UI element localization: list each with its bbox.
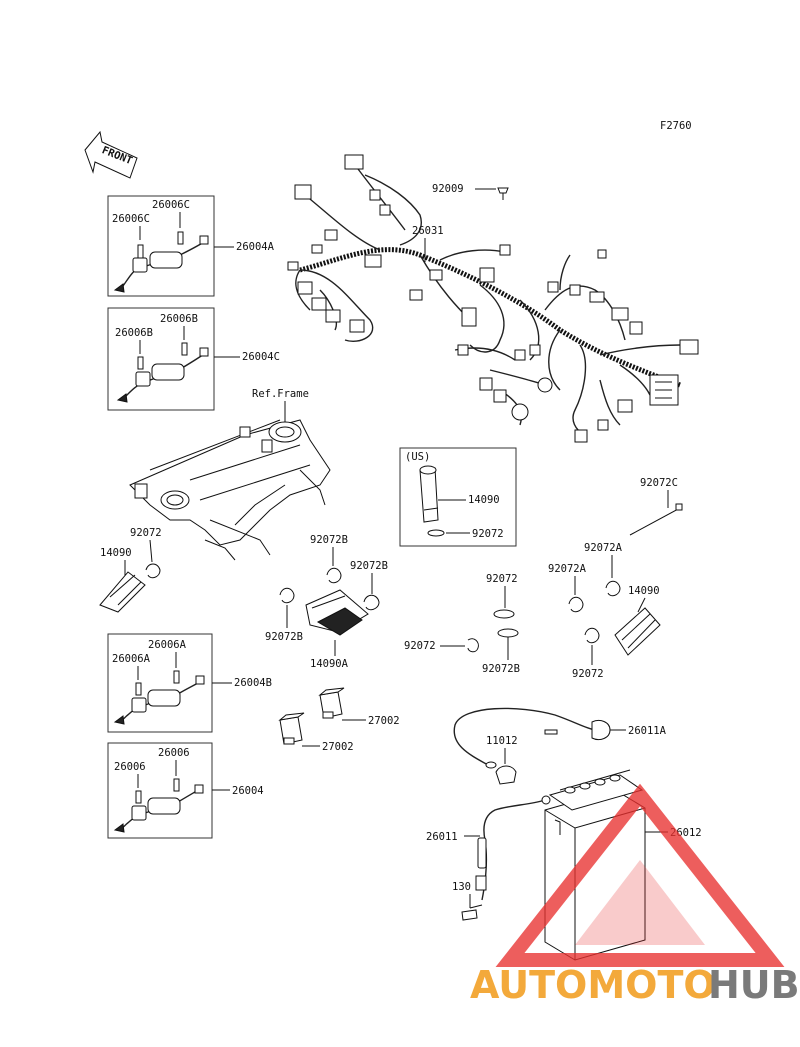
terminal-cap-11012 bbox=[495, 765, 517, 785]
battery-26012 bbox=[544, 769, 646, 961]
band-92072b-mid bbox=[497, 628, 519, 638]
band-92072b-left bbox=[279, 587, 295, 604]
screw-92009 bbox=[497, 187, 509, 200]
harness-connector bbox=[294, 184, 312, 200]
harness-connector bbox=[344, 154, 364, 170]
label-26006-left: 26006 bbox=[114, 761, 146, 773]
label-92072c: 92072C bbox=[640, 477, 678, 489]
band-92072a-left bbox=[568, 596, 584, 613]
band-92072b-top bbox=[326, 567, 342, 584]
label-92009: 92009 bbox=[432, 183, 464, 195]
clamp-14090-right bbox=[614, 607, 661, 656]
cable-26011a bbox=[453, 707, 611, 769]
kit-box-26004c bbox=[107, 307, 215, 411]
band-92072-mid-left bbox=[467, 638, 479, 653]
label-92072a-top: 92072A bbox=[584, 542, 623, 554]
band-92072-left bbox=[145, 563, 161, 579]
label-26006b-top: 26006B bbox=[160, 313, 198, 325]
fuse-assembly-26004c bbox=[116, 347, 209, 403]
label-26006a-top: 26006A bbox=[148, 639, 187, 651]
watermark-text-hub: HUB bbox=[708, 963, 800, 1007]
label-92072b-left: 92072B bbox=[265, 631, 303, 643]
label-26004c: 26004C bbox=[242, 351, 280, 363]
label-26011a: 26011A bbox=[628, 725, 667, 737]
label-26006c-left: 26006C bbox=[112, 213, 150, 225]
label-27002-lower: 27002 bbox=[322, 741, 354, 753]
us-box-label: (US) bbox=[405, 451, 430, 463]
kit-box-26004a bbox=[107, 195, 215, 297]
fuse-assembly-26004 bbox=[113, 784, 204, 833]
label-26006-top: 26006 bbox=[158, 747, 190, 759]
label-26004a: 26004A bbox=[236, 241, 275, 253]
figure-code: F2760 bbox=[660, 120, 692, 132]
cable-26011 bbox=[475, 795, 551, 901]
label-11012: 11012 bbox=[486, 735, 518, 747]
reference-frame bbox=[129, 419, 331, 561]
label-92072-mid-top: 92072 bbox=[486, 573, 518, 585]
label-92072b-mid: 92072B bbox=[482, 663, 520, 675]
main-wiring-harness bbox=[287, 154, 699, 443]
label-26006c-top: 26006C bbox=[152, 199, 190, 211]
front-direction-arrow: FRONT bbox=[84, 130, 138, 179]
label-26006a-left: 26006A bbox=[112, 653, 151, 665]
us-spec-box bbox=[399, 447, 517, 547]
clamp-14090-us bbox=[419, 465, 439, 523]
clamp-14090a bbox=[305, 589, 369, 636]
label-92072b-right: 92072B bbox=[350, 560, 388, 572]
automotohub-watermark-logo: AUTOMOTO HUB bbox=[470, 783, 800, 1007]
relay-27002-lower bbox=[278, 712, 305, 745]
band-92072a-top bbox=[605, 580, 621, 597]
band-92072-right bbox=[584, 627, 600, 644]
band-92072-us bbox=[427, 529, 445, 537]
label-92072-mid-left: 92072 bbox=[404, 640, 436, 652]
label-14090-right: 14090 bbox=[628, 585, 660, 597]
fuse-assembly-26004b bbox=[113, 675, 205, 725]
label-92072-left: 92072 bbox=[130, 527, 162, 539]
label-26031: 26031 bbox=[412, 225, 444, 237]
label-92072a-left: 92072A bbox=[548, 563, 587, 575]
label-26004: 26004 bbox=[232, 785, 264, 797]
label-26006b-left: 26006B bbox=[115, 327, 153, 339]
label-92072-us: 92072 bbox=[472, 528, 504, 540]
label-92072-right: 92072 bbox=[572, 668, 604, 680]
label-27002-upper: 27002 bbox=[368, 715, 400, 727]
bolt-130 bbox=[461, 904, 483, 921]
label-14090-us: 14090 bbox=[468, 494, 500, 506]
label-130: 130 bbox=[452, 881, 471, 893]
label-14090-left: 14090 bbox=[100, 547, 132, 559]
band-92072-mid-top bbox=[493, 609, 515, 619]
ref-frame-label: Ref.Frame bbox=[252, 388, 309, 400]
watermark-text-automoto: AUTOMOTO bbox=[470, 963, 716, 1007]
label-14090a: 14090A bbox=[310, 658, 349, 670]
label-92072b-top: 92072B bbox=[310, 534, 348, 546]
label-26004b: 26004B bbox=[234, 677, 272, 689]
clamp-14090-left bbox=[99, 571, 146, 613]
label-26011: 26011 bbox=[426, 831, 458, 843]
strap-92072c bbox=[629, 503, 683, 536]
fuse-assembly-26004a bbox=[113, 235, 209, 293]
relay-27002-upper bbox=[318, 687, 345, 719]
band-92072b-right bbox=[363, 594, 380, 611]
